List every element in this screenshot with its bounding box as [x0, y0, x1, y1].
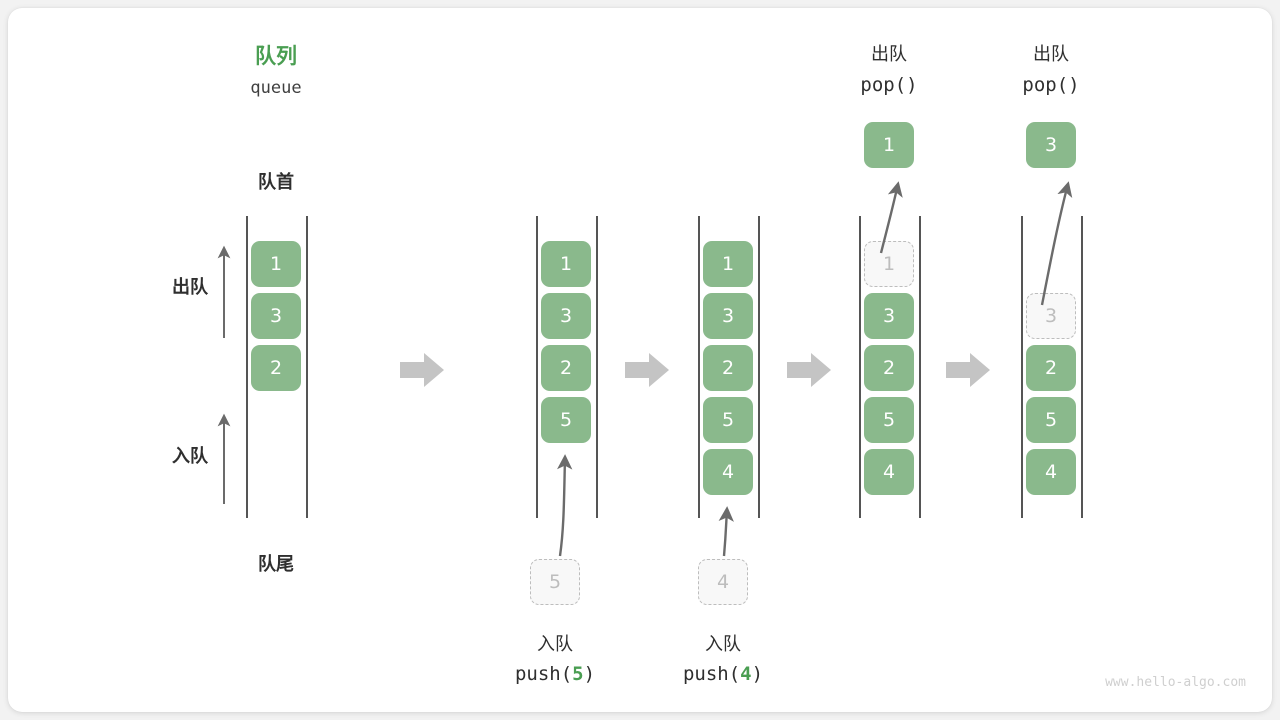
stage4-rail-left	[859, 216, 861, 518]
stage4-rail-right	[919, 216, 921, 518]
stage2-cell-0: 1	[541, 241, 591, 287]
stage4-cell-3: 5	[864, 397, 914, 443]
stage5-cell-2: 2	[1026, 345, 1076, 391]
stage2-caption-code-prefix: push(	[514, 663, 573, 685]
stage3-rail-left	[698, 216, 700, 518]
stage2-caption-cn: 入队	[537, 634, 573, 655]
stage3-caption-code: push(4)	[652, 663, 794, 685]
stage1-cell-1: 3	[251, 293, 301, 339]
stage3-rail-right	[758, 216, 760, 518]
stage5-caption-code: pop()	[1022, 74, 1080, 96]
stage2-incoming-cell: 5	[530, 559, 580, 605]
transition-arrow-3	[787, 353, 831, 387]
stage3-push-arrow	[718, 506, 734, 557]
dequeue-direction-label: 出队	[172, 277, 208, 298]
stage1-rail-right	[306, 216, 308, 518]
watermark: www.hello-algo.com	[1105, 675, 1246, 690]
stage3-cell-0: 1	[703, 241, 753, 287]
stage3-caption-code-suffix: )	[751, 663, 764, 685]
stage5-rail-left	[1021, 216, 1023, 518]
transition-arrow-4	[946, 353, 990, 387]
stage3-cell-1: 3	[703, 293, 753, 339]
stage4-cell-1: 3	[864, 293, 914, 339]
stage5-pop-arrow	[1040, 181, 1073, 306]
stage1-cell-0: 1	[251, 241, 301, 287]
stage3-incoming-cell: 4	[698, 559, 748, 605]
enqueue-direction-label: 入队	[172, 446, 208, 467]
stage2-cell-2: 2	[541, 345, 591, 391]
queue-rear-label: 队尾	[258, 554, 294, 575]
stage4-caption-cn: 出队	[871, 44, 907, 65]
stage1-cell-2: 2	[251, 345, 301, 391]
stage2-rail-left	[536, 216, 538, 518]
stage2-caption-code-suffix: )	[583, 663, 596, 685]
stage5-cell-1: 3	[1026, 293, 1076, 339]
stage3-caption-code-prefix: push(	[682, 663, 741, 685]
stage2-caption-code-arg: 5	[572, 663, 584, 685]
stage4-cell-2: 2	[864, 345, 914, 391]
stage5-cell-4: 4	[1026, 449, 1076, 495]
stage3-cell-3: 5	[703, 397, 753, 443]
stage2-cell-1: 3	[541, 293, 591, 339]
stage2-push-arrow	[557, 454, 573, 557]
stage3-caption-cn: 入队	[705, 634, 741, 655]
diagram-title-en: queue	[250, 78, 302, 98]
queue-front-label: 队首	[258, 172, 294, 193]
stage4-cell-4: 4	[864, 449, 914, 495]
stage4-cell-0: 1	[864, 241, 914, 287]
stage3-cell-4: 4	[703, 449, 753, 495]
transition-arrow-1	[400, 353, 444, 387]
transition-arrow-2	[625, 353, 669, 387]
stage3-caption-code-arg: 4	[740, 663, 752, 685]
stage4-popped-cell: 1	[864, 122, 914, 168]
stage5-caption-cn: 出队	[1033, 44, 1069, 65]
diagram-card: 队列 queue 队首 队尾 出队 入队 1 3 2 1 3 2 5 5 入队 …	[8, 8, 1272, 712]
stage3-cell-2: 2	[703, 345, 753, 391]
stage4-caption-code: pop()	[860, 74, 918, 96]
stage5-popped-cell: 3	[1026, 122, 1076, 168]
diagram-title-cn: 队列	[255, 44, 297, 68]
stage2-caption-code: push(5)	[484, 663, 626, 685]
stage1-rail-left	[246, 216, 248, 518]
stage5-rail-right	[1081, 216, 1083, 518]
stage2-rail-right	[596, 216, 598, 518]
stage5-cell-3: 5	[1026, 397, 1076, 443]
stage2-cell-3: 5	[541, 397, 591, 443]
